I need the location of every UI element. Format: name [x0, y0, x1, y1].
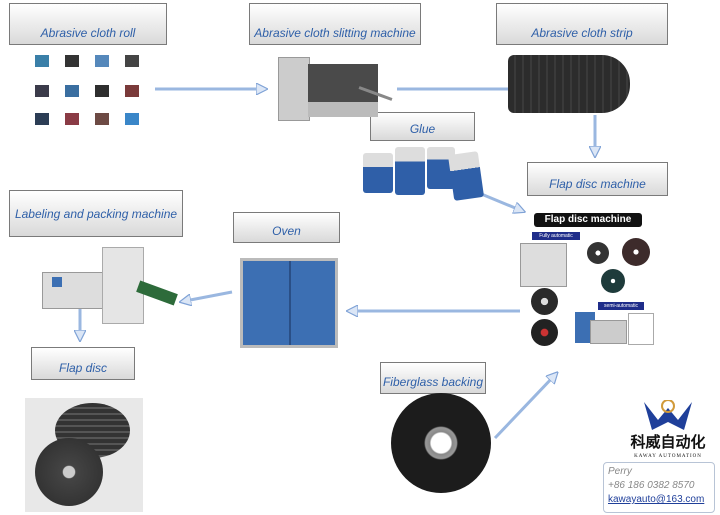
label-slitting-machine: Abrasive cloth slitting machine — [249, 3, 421, 45]
contact-box: Perry +86 186 0382 8570 kawayauto@163.co… — [603, 462, 715, 513]
cloth-roll-image — [30, 55, 142, 130]
glue-image — [363, 145, 485, 203]
label-cloth-roll: Abrasive cloth roll — [9, 3, 167, 45]
kaway-logo-icon — [640, 399, 696, 434]
fiberglass-backing-image — [391, 393, 491, 493]
label-fiberglass-backing: Fiberglass backing — [380, 362, 486, 394]
oven-image — [240, 258, 338, 348]
contact-email-link[interactable]: kawayauto@163.com — [608, 494, 705, 505]
label-glue: Glue — [370, 112, 475, 141]
logo-chinese: 科威自动化 — [630, 434, 706, 451]
flap-disc-image — [25, 398, 143, 512]
machine-banner: Flap disc machine — [534, 213, 642, 227]
logo-english: KAWAY AUTOMATION — [634, 454, 702, 459]
fully-automatic-tag: Fully automatic — [532, 232, 580, 240]
label-labeling-machine: Labeling and packing machine — [9, 190, 183, 237]
labeling-machine-image — [42, 242, 178, 332]
label-flap-disc: Flap disc — [31, 347, 135, 380]
arrow-oven-to-labeling — [185, 290, 233, 301]
label-flap-disc-machine: Flap disc machine — [527, 162, 668, 196]
cloth-strip-image — [508, 55, 630, 113]
slitting-machine-image — [278, 52, 393, 127]
arrow-fiberglass-to-machine — [493, 376, 554, 440]
label-cloth-strip: Abrasive cloth strip — [496, 3, 668, 45]
contact-name: Perry — [608, 466, 632, 477]
contact-phone: +86 186 0382 8570 — [608, 480, 695, 491]
label-oven: Oven — [233, 212, 340, 243]
semi-automatic-tag: semi-automatic — [598, 302, 644, 310]
flap-disc-machine-image: Flap disc machine Fully automatic semi-a… — [520, 205, 680, 346]
